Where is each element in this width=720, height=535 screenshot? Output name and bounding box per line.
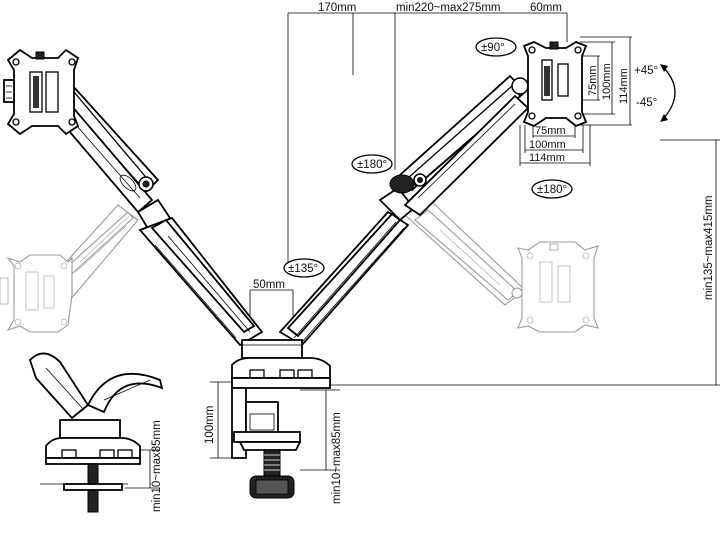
label-arm-range: min220~max275mm <box>396 2 501 14</box>
tilt-arc-icon <box>660 64 676 122</box>
ghost-arm-right <box>404 199 526 306</box>
label-clamp-height: 100mm <box>204 406 216 444</box>
label-clamp-range: min10~max85mm <box>331 412 343 504</box>
label-pole-gap: 50mm <box>253 279 285 291</box>
label-vesa-100-h: 100mm <box>529 139 566 151</box>
label-vesa-75-h: 75mm <box>535 125 566 137</box>
label-top-offset: 170mm <box>318 2 356 14</box>
left-upper-arm <box>56 83 160 214</box>
right-upper-arm <box>389 74 530 217</box>
desk-clamp <box>231 377 331 499</box>
label-vesa-75-v: 75mm <box>587 65 599 96</box>
vesa-plate-right <box>522 40 588 128</box>
right-lower-arm <box>278 186 416 347</box>
pole-base <box>231 339 331 379</box>
ghost-vesa-plate-left <box>0 254 73 333</box>
rotation-icon-90 <box>475 37 517 57</box>
label-vesa-100-v: 100mm <box>601 63 613 100</box>
rotation-icon-180-top <box>351 154 393 174</box>
rotation-icon-180-right <box>531 179 573 199</box>
label-rot-180-right: ±180° <box>537 184 567 196</box>
label-tilt-up: +45° <box>634 65 658 77</box>
grommet-mount-inset <box>28 352 164 513</box>
label-rot-90: ±90° <box>481 42 505 54</box>
label-rot-135: ±135° <box>288 263 318 275</box>
ghost-vesa-plate-right <box>517 241 599 333</box>
label-grommet-range: min10~max85mm <box>151 420 163 512</box>
label-top-right: 60mm <box>530 2 562 14</box>
label-rot-180-top: ±180° <box>357 159 387 171</box>
label-vesa-114-h: 114mm <box>529 152 565 164</box>
label-tilt-down: -45° <box>636 97 657 109</box>
label-vesa-114-v: 114mm <box>618 68 630 104</box>
label-height-range: min135~max415mm <box>703 195 715 300</box>
vesa-plate-left <box>3 48 80 136</box>
left-lower-arm <box>136 198 264 347</box>
rotation-icon-135 <box>283 258 325 278</box>
